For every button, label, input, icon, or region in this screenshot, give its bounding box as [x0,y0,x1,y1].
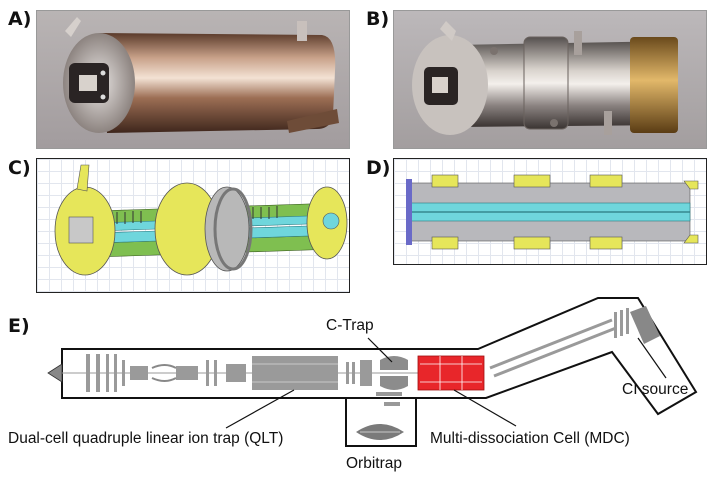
panel-label-d: D) [366,157,391,179]
photo-a-image [37,11,349,148]
photo-ion-trap-assembly [36,10,350,149]
label-qlt: Dual-cell quadruple linear ion trap (QLT… [8,430,284,447]
photo-dual-cell-trap-assembly [393,10,707,149]
instrument-schematic: C-Trap CI source Dual-cell quadruple lin… [0,290,715,488]
cad-d-image [406,174,699,250]
schematic-drawing [47,297,698,447]
panel-label-b: B) [366,8,390,30]
cad-c-image [54,164,348,276]
panel-label-c: C) [8,157,31,179]
label-orbitrap: Orbitrap [346,455,402,472]
panel-label-e: E) [8,315,30,337]
photo-b-image [394,11,706,148]
panel-label-a: A) [8,8,32,30]
label-c-trap: C-Trap [326,317,374,334]
label-ci-source: CI source [622,381,689,398]
label-mdc: Multi-dissociation Cell (MDC) [430,430,630,447]
cad-cross-section [393,158,707,265]
cad-render-trap-assembly [36,158,350,293]
